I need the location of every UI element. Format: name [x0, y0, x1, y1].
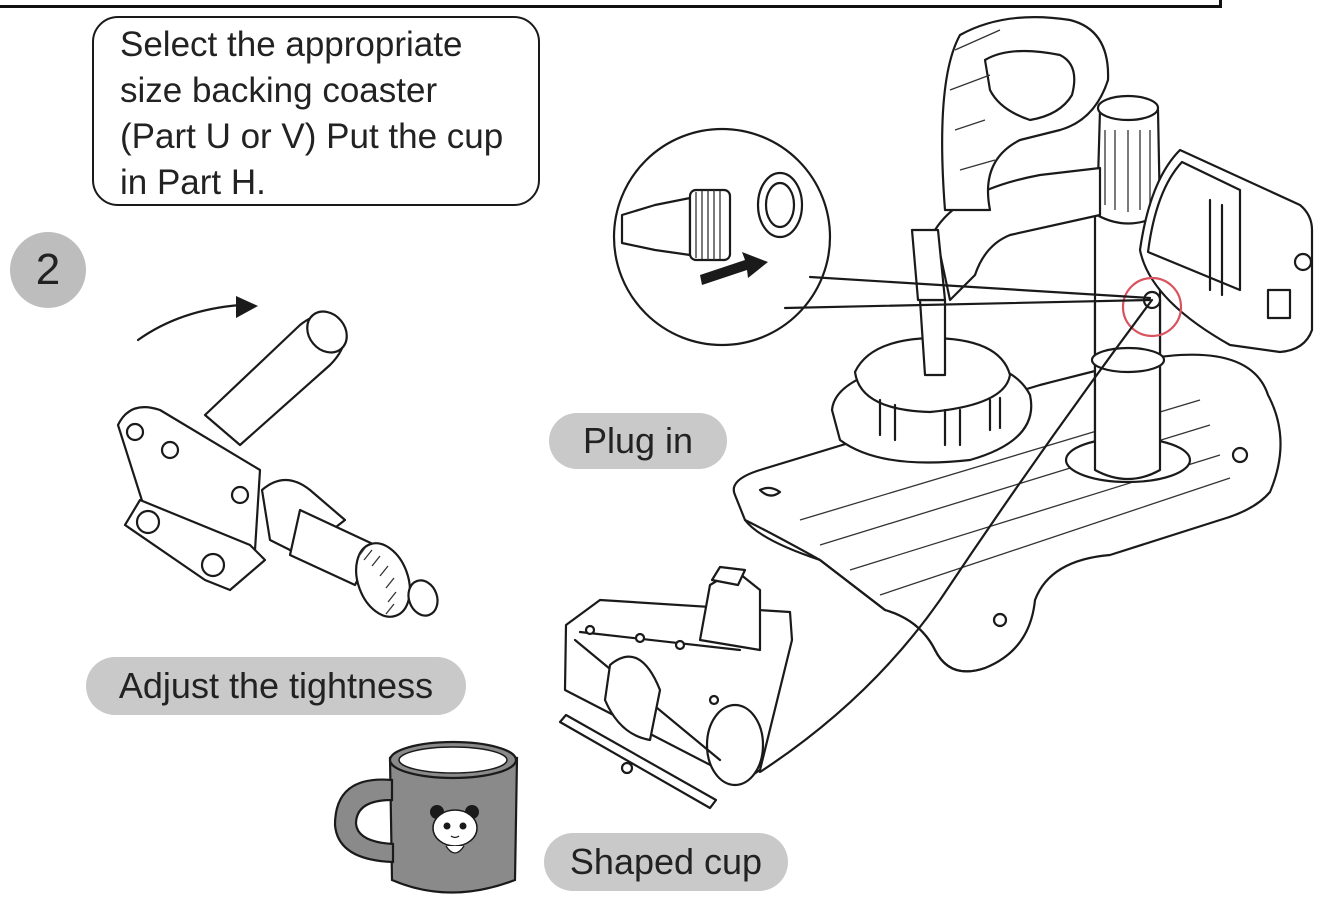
toggle-clamp	[116, 296, 439, 618]
adjust-tightness-label: Adjust the tightness	[86, 657, 466, 715]
shaped-cup-label: Shaped cup	[544, 833, 788, 891]
instruction-callout-box	[92, 16, 540, 206]
heat-press-machine	[732, 16, 1314, 673]
instruction-callout-text: Select the appropriate size backing coas…	[120, 25, 504, 202]
step-number-badge: 2	[10, 232, 86, 308]
socket-highlight-circle	[1121, 276, 1183, 338]
plug-detail-view	[612, 127, 1152, 347]
plug-in-label: Plug in	[549, 413, 727, 469]
power-cable	[758, 298, 1154, 774]
cup-press-mould	[558, 565, 794, 810]
panda-face-icon	[430, 805, 479, 854]
mug-icon	[333, 740, 519, 894]
frame-border	[0, 0, 1222, 8]
curved-arrow-icon	[136, 303, 242, 342]
